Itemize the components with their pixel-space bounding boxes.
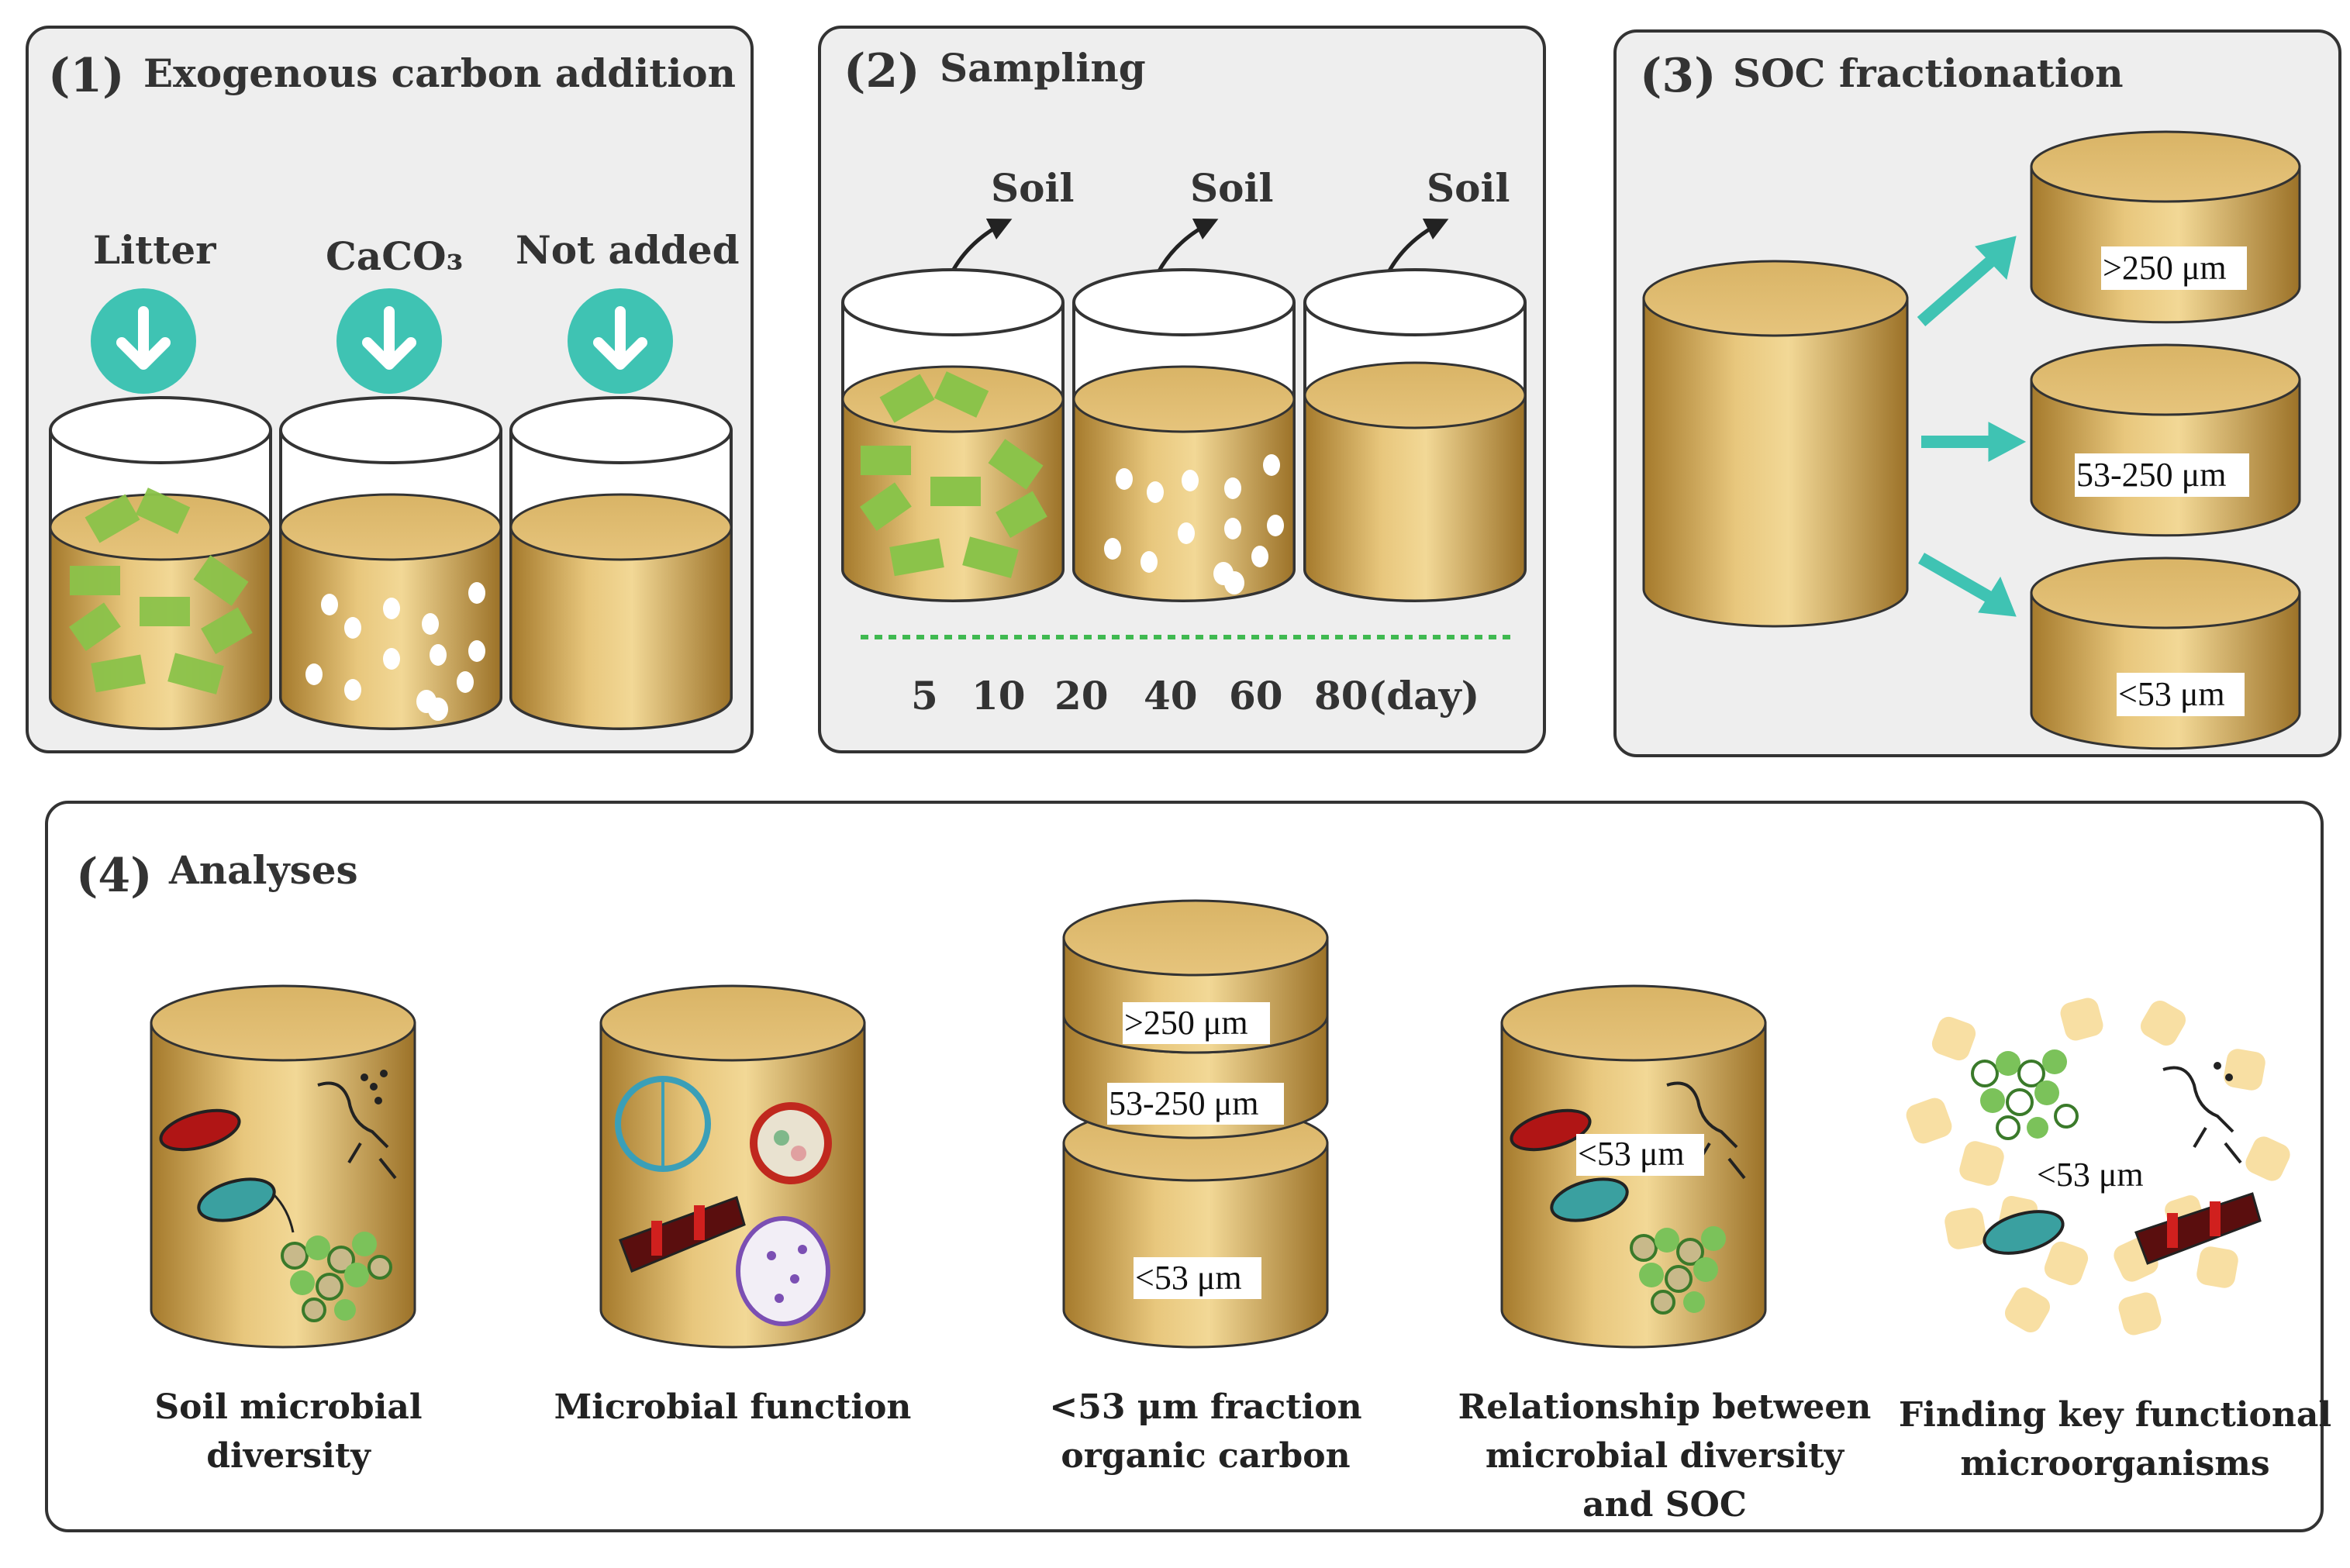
- cell-cluster-icon: [1971, 1049, 2079, 1140]
- litter-pieces: [859, 371, 1047, 578]
- teal-bacterium-icon: [197, 1177, 276, 1222]
- bulk-soil-cylinder: [1642, 260, 1909, 628]
- panel-4-number: (4): [76, 849, 153, 903]
- soil-label-3: Soil: [1427, 165, 1510, 211]
- sampling-beaker-litter: [841, 268, 1065, 602]
- cell-cluster-icon: [281, 1232, 392, 1322]
- timeline-days: 5 10 20 40 60 80(day): [911, 673, 1479, 719]
- dark-red-bacterium-icon: [619, 1196, 746, 1273]
- sampling-beaker-plain: [1303, 268, 1527, 602]
- caption-line: Microbial function: [554, 1387, 912, 1427]
- fungus-spores-icon: [2162, 1062, 2242, 1164]
- panel-soc-fractionation: (3) SOC fractionation >250 μm 53-: [1613, 29, 2341, 757]
- relationship-fraction-label: <53 μm: [1578, 1135, 1685, 1173]
- down-arrow-circle-icon: [91, 288, 196, 394]
- teal-bacterium-icon: [1550, 1177, 1629, 1222]
- key-fraction-label: <53 μm: [2037, 1156, 2144, 1194]
- sampling-beaker-caco3: [1072, 268, 1296, 602]
- day-label: 10: [971, 673, 1026, 719]
- label-caco3: CaCO₃: [326, 233, 463, 279]
- soil-label-1: Soil: [991, 165, 1074, 211]
- day-label: 60: [1229, 673, 1283, 719]
- panel-sampling: (2) Sampling Soil Soil Soil: [818, 26, 1546, 753]
- fungus-spores-icon: [317, 1070, 397, 1180]
- beaker-litter: [49, 396, 272, 730]
- caco3-particles: [1104, 454, 1284, 594]
- label-not-added: Not added: [516, 227, 740, 273]
- day-label: 80(day): [1314, 673, 1479, 719]
- panel-2-title: Sampling: [940, 45, 1146, 91]
- caption-line: organic carbon: [1061, 1436, 1350, 1476]
- dark-red-bacterium-icon: [2134, 1192, 2262, 1265]
- stack-label-small: <53 μm: [1135, 1259, 1242, 1297]
- day-label: 20: [1054, 673, 1109, 719]
- caption-line: Finding key functional: [1899, 1395, 2331, 1435]
- panel-4-title: Analyses: [168, 847, 358, 893]
- down-arrow-circle-icon: [336, 288, 442, 394]
- microbial-function-cylinder: [599, 984, 866, 1349]
- caption-line: diversity: [206, 1436, 371, 1476]
- caption-line: microorganisms: [1960, 1444, 2269, 1484]
- fraction-label-small: <53 μm: [2118, 675, 2225, 713]
- fraction-cylinder-small: <53 μm: [2030, 557, 2301, 750]
- soil-label-2: Soil: [1190, 165, 1273, 211]
- beaker-not-added: [509, 396, 733, 730]
- microbial-diversity-cylinder: [150, 984, 416, 1349]
- purple-cell-icon: [736, 1216, 830, 1326]
- caption-line: Relationship between: [1458, 1387, 1872, 1427]
- caption-line: and SOC: [1582, 1485, 1747, 1525]
- fraction-label-large: >250 μm: [2103, 249, 2227, 287]
- beaker-caco3: [279, 396, 502, 730]
- fraction-cylinder-large: >250 μm: [2030, 130, 2301, 324]
- fraction-arrows: [1917, 236, 2027, 617]
- fraction-cylinder-medium: 53-250 μm: [2030, 343, 2301, 537]
- caption-line: Soil microbial: [154, 1387, 422, 1427]
- panel-exogenous-carbon-addition: (1) Exogenous carbon addition Litter CaC…: [26, 26, 754, 753]
- cell-cluster-icon: [1630, 1226, 1726, 1315]
- panel-1-number: (1): [48, 49, 125, 103]
- fraction-label-medium: 53-250 μm: [2076, 456, 2226, 494]
- caption-line: <53 μm fraction: [1049, 1387, 1361, 1427]
- teal-bacterium-icon: [1982, 1210, 2065, 1255]
- litter-pieces: [68, 488, 253, 694]
- fraction-stack: >250 μm 53-250 μm <53 μm: [1062, 899, 1329, 1349]
- dividing-cell-icon: [615, 1076, 711, 1172]
- relationship-cylinder: <53 μm: [1500, 984, 1767, 1349]
- stack-label-large: >250 μm: [1124, 1004, 1248, 1042]
- panel-analyses: (4) Analyses: [45, 801, 2331, 1532]
- panel-2-number: (2): [844, 44, 920, 98]
- down-arrow-circle-icon: [568, 288, 673, 394]
- panel-1-title: Exogenous carbon addition: [143, 50, 736, 96]
- red-bacterium-icon: [1510, 1108, 1592, 1152]
- key-microorganisms-cluster: <53 μm: [1906, 998, 2290, 1335]
- day-label: 40: [1144, 673, 1198, 719]
- stack-label-medium: 53-250 μm: [1109, 1084, 1258, 1122]
- red-bacterium-icon: [159, 1108, 241, 1152]
- day-label: 5: [911, 673, 938, 719]
- label-litter: Litter: [93, 227, 216, 273]
- panel-3-number: (3): [1640, 49, 1717, 103]
- red-cell-icon: [750, 1102, 832, 1184]
- panel-3-title: SOC fractionation: [1733, 50, 2124, 96]
- caco3-particles: [305, 582, 485, 721]
- caption-line: microbial diversity: [1486, 1436, 1845, 1476]
